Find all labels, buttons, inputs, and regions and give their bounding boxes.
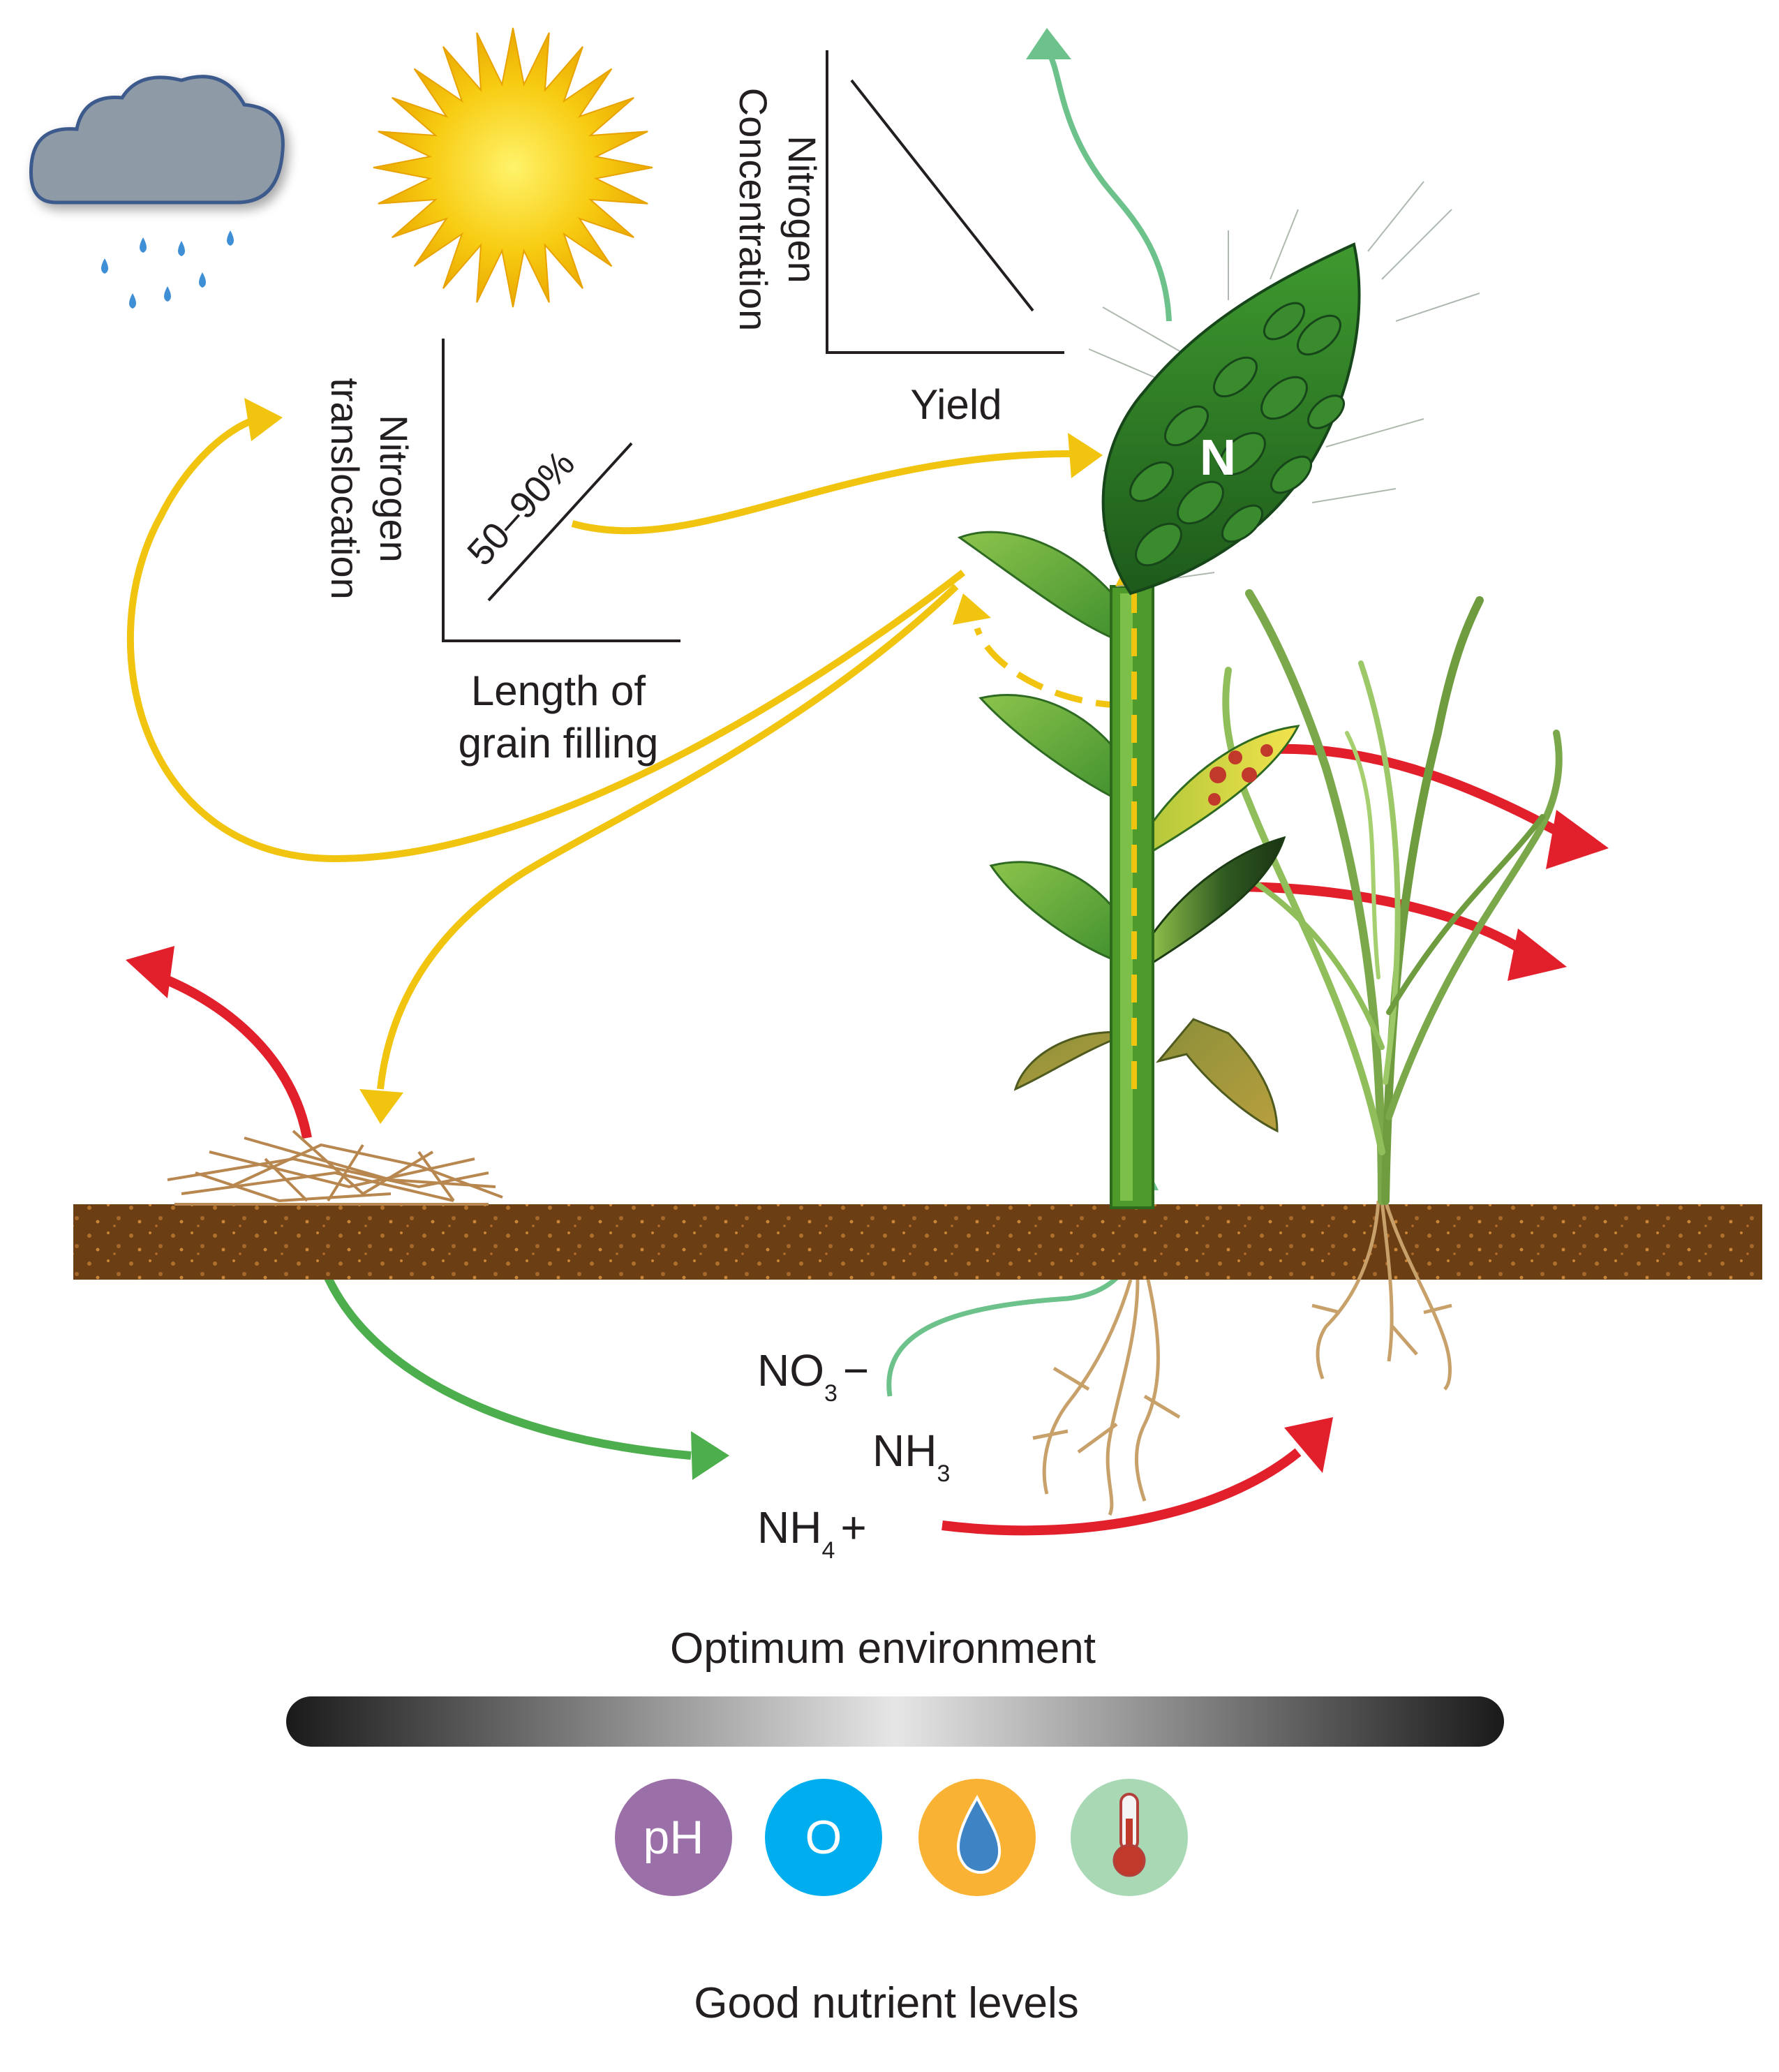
environment-icons: pH O bbox=[615, 1779, 1188, 1896]
graph-y-axis-label-2: Concentration bbox=[731, 88, 775, 332]
ammonia-base: NH bbox=[872, 1426, 937, 1476]
yellow-arrows bbox=[126, 398, 1124, 1124]
leaf-diseased bbox=[1150, 725, 1300, 854]
plant-leaves bbox=[957, 531, 1300, 1133]
grain-nitrogen-label: N bbox=[1200, 430, 1236, 486]
arrow-leaf-loss-1 bbox=[1249, 743, 1559, 836]
arrow-volatilization bbox=[1048, 54, 1172, 322]
ammonium-base: NH bbox=[757, 1502, 821, 1553]
raindrop-icons bbox=[101, 230, 234, 309]
arrowhead bbox=[1026, 28, 1071, 59]
plant-roots bbox=[1032, 1279, 1181, 1516]
arrowhead bbox=[691, 1431, 729, 1480]
arrowhead bbox=[953, 593, 991, 625]
graph-trend-line bbox=[487, 442, 633, 602]
arrow-residue-loss bbox=[158, 972, 312, 1139]
arrow-soil-loss bbox=[941, 1448, 1302, 1536]
leaf-senescent-right bbox=[1155, 1018, 1279, 1133]
arrow-residue-to-soil bbox=[313, 1248, 692, 1460]
oxygen-icon-label: O bbox=[805, 1811, 842, 1864]
arrow-to-grain bbox=[571, 450, 1072, 535]
arrow-remobilization bbox=[974, 627, 1124, 709]
nitrate-charge: − bbox=[843, 1345, 869, 1396]
graph-y-axis-label-1: Nitrogen bbox=[780, 135, 824, 283]
leaf-mid-left bbox=[978, 694, 1125, 805]
ph-icon-label: pH bbox=[643, 1811, 704, 1864]
soil-layer bbox=[73, 1204, 1762, 1280]
ammonium-charge: + bbox=[840, 1502, 866, 1553]
grain-head-icon: N bbox=[1088, 181, 1480, 595]
arrow-to-residue bbox=[377, 584, 959, 1090]
graph-trend-line bbox=[850, 79, 1034, 312]
leaf-shaded bbox=[1150, 836, 1286, 965]
nitrate-base: NO bbox=[757, 1345, 824, 1396]
arrowhead bbox=[1068, 433, 1103, 478]
environment-gradient-bar bbox=[286, 1696, 1504, 1747]
graph-x-axis-label-2: grain filling bbox=[459, 720, 659, 767]
arrowhead bbox=[244, 398, 283, 441]
leaf-low-left bbox=[989, 861, 1125, 965]
ammonia-subscript: 3 bbox=[937, 1460, 950, 1487]
yield-concentration-graph: Nitrogen Concentration Yield bbox=[731, 50, 1064, 428]
soil-chemicals: NO3− NH3 NH4+ bbox=[757, 1345, 950, 1564]
nitrate-label: NO3− bbox=[757, 1345, 869, 1407]
graph-x-axis-label: Yield bbox=[910, 381, 1002, 428]
plant-stem bbox=[1110, 548, 1154, 1209]
water-drop-icon bbox=[918, 1779, 1036, 1896]
arrowhead bbox=[126, 946, 174, 998]
leaf-senescent-left bbox=[1013, 1031, 1131, 1091]
ammonium-subscript: 4 bbox=[821, 1537, 835, 1564]
graph-line-label: 50–90% bbox=[459, 443, 583, 573]
rain-cloud-icon bbox=[29, 75, 285, 309]
graph-axes bbox=[826, 50, 1064, 354]
arrowhead bbox=[1508, 928, 1567, 981]
translocation-graph: 50–90% Nitrogen translocation Length of … bbox=[323, 339, 680, 767]
graph-x-axis-label-1: Length of bbox=[471, 667, 646, 714]
arrowhead bbox=[1546, 810, 1609, 869]
environment-footer: Good nutrient levels bbox=[694, 1979, 1078, 2027]
disease-spots-icon bbox=[1208, 744, 1273, 806]
oxygen-icon: O bbox=[765, 1779, 882, 1896]
ammonium-label: NH4+ bbox=[757, 1502, 867, 1564]
crop-residue-icon bbox=[167, 1130, 503, 1206]
graph-y-axis-label-2: translocation bbox=[323, 378, 367, 600]
sun-icon bbox=[373, 27, 653, 308]
nitrate-subscript: 3 bbox=[824, 1380, 838, 1407]
leaf-top bbox=[957, 531, 1125, 644]
environment-title: Optimum environment bbox=[670, 1625, 1096, 1673]
weed-roots bbox=[1311, 1200, 1452, 1391]
arrowhead bbox=[359, 1089, 403, 1124]
graph-axes bbox=[442, 339, 680, 642]
ammonia-label: NH3 bbox=[872, 1426, 950, 1487]
arrow-loop-to-weather bbox=[126, 415, 966, 863]
ph-icon: pH bbox=[615, 1779, 732, 1896]
graph-y-axis-label-1: Nitrogen bbox=[372, 415, 416, 563]
red-arrows bbox=[126, 743, 1609, 1536]
thermometer-icon bbox=[1071, 1779, 1188, 1896]
arrowhead bbox=[1284, 1417, 1333, 1473]
